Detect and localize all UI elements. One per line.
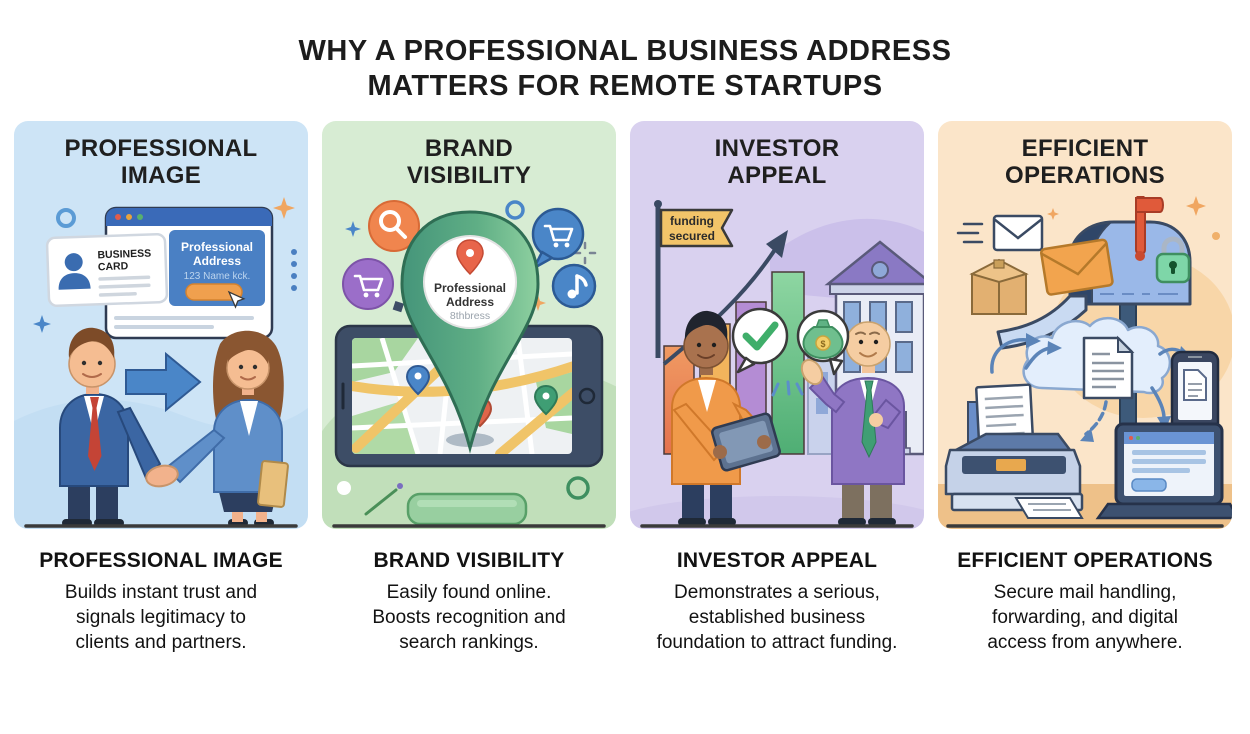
businesswoman-figure (164, 330, 289, 527)
music-note-icon (551, 263, 597, 308)
footer-title: BRAND VISIBILITY (373, 548, 565, 572)
panel-heading: PROFESSIONAL IMAGE (64, 134, 258, 190)
footer-brand-visibility: BRAND VISIBILITY Easily found online. Bo… (322, 549, 616, 655)
map-pin-icon (405, 364, 431, 396)
button-shape (406, 492, 528, 525)
check-bubble-icon (731, 307, 789, 373)
circle-decoration (566, 476, 590, 500)
footer-description: Builds instant trust and signals legitim… (64, 581, 258, 653)
circle-decoration (56, 207, 76, 228)
handshake-icon (145, 464, 179, 488)
crosshair-decoration (573, 241, 597, 264)
user-avatar-icon (58, 252, 91, 290)
panel-heading: EFFICIENT OPERATIONS (1005, 134, 1165, 190)
efficient-operations-illustration (938, 195, 1232, 529)
check-icon (742, 321, 779, 351)
footer-description: Easily found online. Boosts recognition … (372, 581, 566, 653)
padlock-icon (1155, 236, 1191, 283)
browser-text: Professional (181, 240, 253, 254)
cursor-icon (227, 290, 246, 309)
arrow-right-icon (125, 351, 202, 412)
panel-efficient-operations: EFFICIENT OPERATIONS (938, 120, 1232, 529)
flag-text: funding (670, 214, 714, 228)
footer-title: INVESTOR APPEAL (676, 548, 878, 572)
footer-efficient-operations: EFFICIENT OPERATIONS Secure mail handlin… (938, 549, 1232, 655)
circle-decoration (505, 200, 525, 220)
dots-decoration (291, 248, 297, 291)
speed-lines-icon (956, 222, 984, 243)
map-pin-icon (533, 384, 559, 416)
panel-row: PROFESSIONAL IMAGE Professional Address … (0, 120, 1250, 529)
professional-image-illustration: Professional Address 123 Name kck. BUSIN… (14, 196, 308, 529)
mail-flag-icon (1135, 195, 1164, 261)
card-label: CARD (98, 260, 129, 273)
sparkle-icon (273, 196, 295, 219)
growth-arrow-icon (662, 229, 788, 366)
panel-heading: INVESTOR APPEAL (714, 134, 840, 190)
sparkle-icon (33, 314, 51, 333)
page-title-line2: MATTERS FOR REMOTE STARTUPS (367, 70, 883, 103)
package-box-icon (969, 258, 1029, 315)
laptop-icon (1095, 422, 1232, 519)
map-pin-icon: Professional Address 8thbress (400, 210, 540, 454)
smartphone-icon (1170, 350, 1220, 433)
shopping-cart-icon (342, 257, 394, 310)
page-title: WHY A PROFESSIONAL BUSINESS ADDRESS MATT… (0, 34, 1250, 105)
cloud-document-icon (1022, 316, 1171, 399)
footer-description: Demonstrates a serious, established busi… (656, 581, 898, 653)
business-card-icon: BUSINESS CARD (45, 232, 169, 307)
outgoing-envelope-icon (1039, 238, 1114, 296)
flag-banner-icon: funding secured (654, 199, 734, 358)
footer-title: EFFICIENT OPERATIONS (957, 548, 1213, 572)
dot-decoration (1212, 231, 1220, 240)
footer-title: PROFESSIONAL IMAGE (39, 548, 283, 572)
emphasis-ticks (771, 380, 804, 397)
investor-appeal-illustration: funding secured (630, 199, 924, 529)
dot-decoration (337, 480, 351, 495)
sparkle-icon (1047, 207, 1059, 220)
chat-cart-icon (531, 207, 585, 269)
footer-investor-appeal: INVESTOR APPEAL Demonstrates a serious, … (630, 549, 924, 655)
pin-text: Address (446, 295, 494, 309)
footer-row: PROFESSIONAL IMAGE Builds instant trust … (0, 549, 1250, 655)
browser-address-text: 123 Name kck. (184, 271, 251, 282)
sparkle-icon (1186, 195, 1206, 216)
dollar-symbol: $ (820, 339, 825, 349)
footer-description: Secure mail handling, forwarding, and di… (987, 581, 1183, 653)
sparkle-icon (345, 220, 361, 237)
pin-text: Professional (434, 281, 506, 295)
printer-icon (944, 383, 1084, 519)
search-icon (368, 199, 420, 252)
businessman-figure (59, 327, 162, 527)
panel-brand-visibility: BRAND VISIBILITY (322, 120, 616, 529)
folder-icon (257, 459, 289, 508)
panel-investor-appeal: INVESTOR APPEAL (630, 120, 924, 529)
investor-figure (800, 321, 905, 526)
panel-heading: BRAND VISIBILITY (406, 134, 532, 190)
money-bag-bubble-icon: $ (796, 309, 850, 375)
pin-subtext: 8thbress (450, 310, 490, 322)
browser-text: Address (193, 254, 241, 268)
card-label: BUSINESS (97, 247, 151, 261)
founder-figure (671, 310, 781, 526)
panel-professional-image: PROFESSIONAL IMAGE Professional Address … (14, 120, 308, 529)
page-title-line1: WHY A PROFESSIONAL BUSINESS ADDRESS (298, 35, 952, 67)
footer-professional-image: PROFESSIONAL IMAGE Builds instant trust … (14, 549, 308, 655)
brand-visibility-illustration: Professional Address 8thbress (322, 199, 616, 529)
envelope-icon (992, 214, 1044, 251)
cta-button-shape (185, 283, 243, 301)
line-decoration (364, 488, 398, 516)
sparkle-icon (530, 294, 546, 311)
tablet-icon (711, 412, 781, 472)
flag-text: secured (669, 229, 715, 243)
square-decoration (392, 300, 404, 313)
